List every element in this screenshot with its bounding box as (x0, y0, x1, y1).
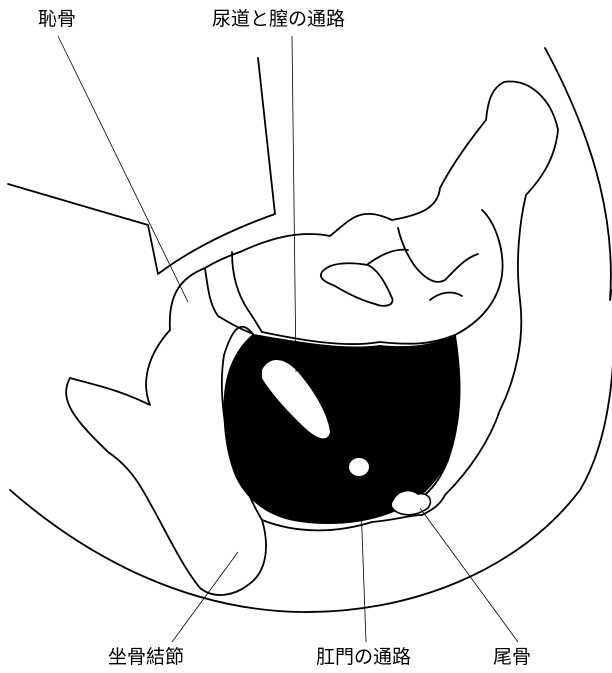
label-ischial-tuberosity: 坐骨結節 (108, 648, 184, 667)
sacral-curve-1 (398, 228, 478, 282)
obturator-foramen (321, 263, 393, 306)
label-anal-passage: 肛門の通路 (316, 648, 411, 667)
leader-ischial-tuberosity (172, 552, 238, 642)
sacral-curve-2 (368, 250, 408, 264)
label-urethra-vagina: 尿道と膣の通路 (212, 10, 345, 29)
pubic-inner-1 (205, 268, 253, 334)
sacral-curve-3 (430, 293, 462, 300)
label-pubis: 恥骨 (38, 10, 76, 29)
pubic-symphysis (205, 252, 240, 268)
outer-back-curve (545, 48, 611, 300)
leader-pubis (58, 36, 188, 302)
leader-urethra-vagina (292, 36, 296, 372)
anal-passage (349, 458, 369, 476)
leader-coccyx (420, 508, 518, 642)
pubic-inner-2 (232, 252, 262, 332)
coccyx-nub (391, 491, 430, 515)
body-outline-upper (8, 58, 275, 274)
label-coccyx: 尾骨 (493, 648, 531, 667)
sacrum-inner (262, 210, 503, 344)
